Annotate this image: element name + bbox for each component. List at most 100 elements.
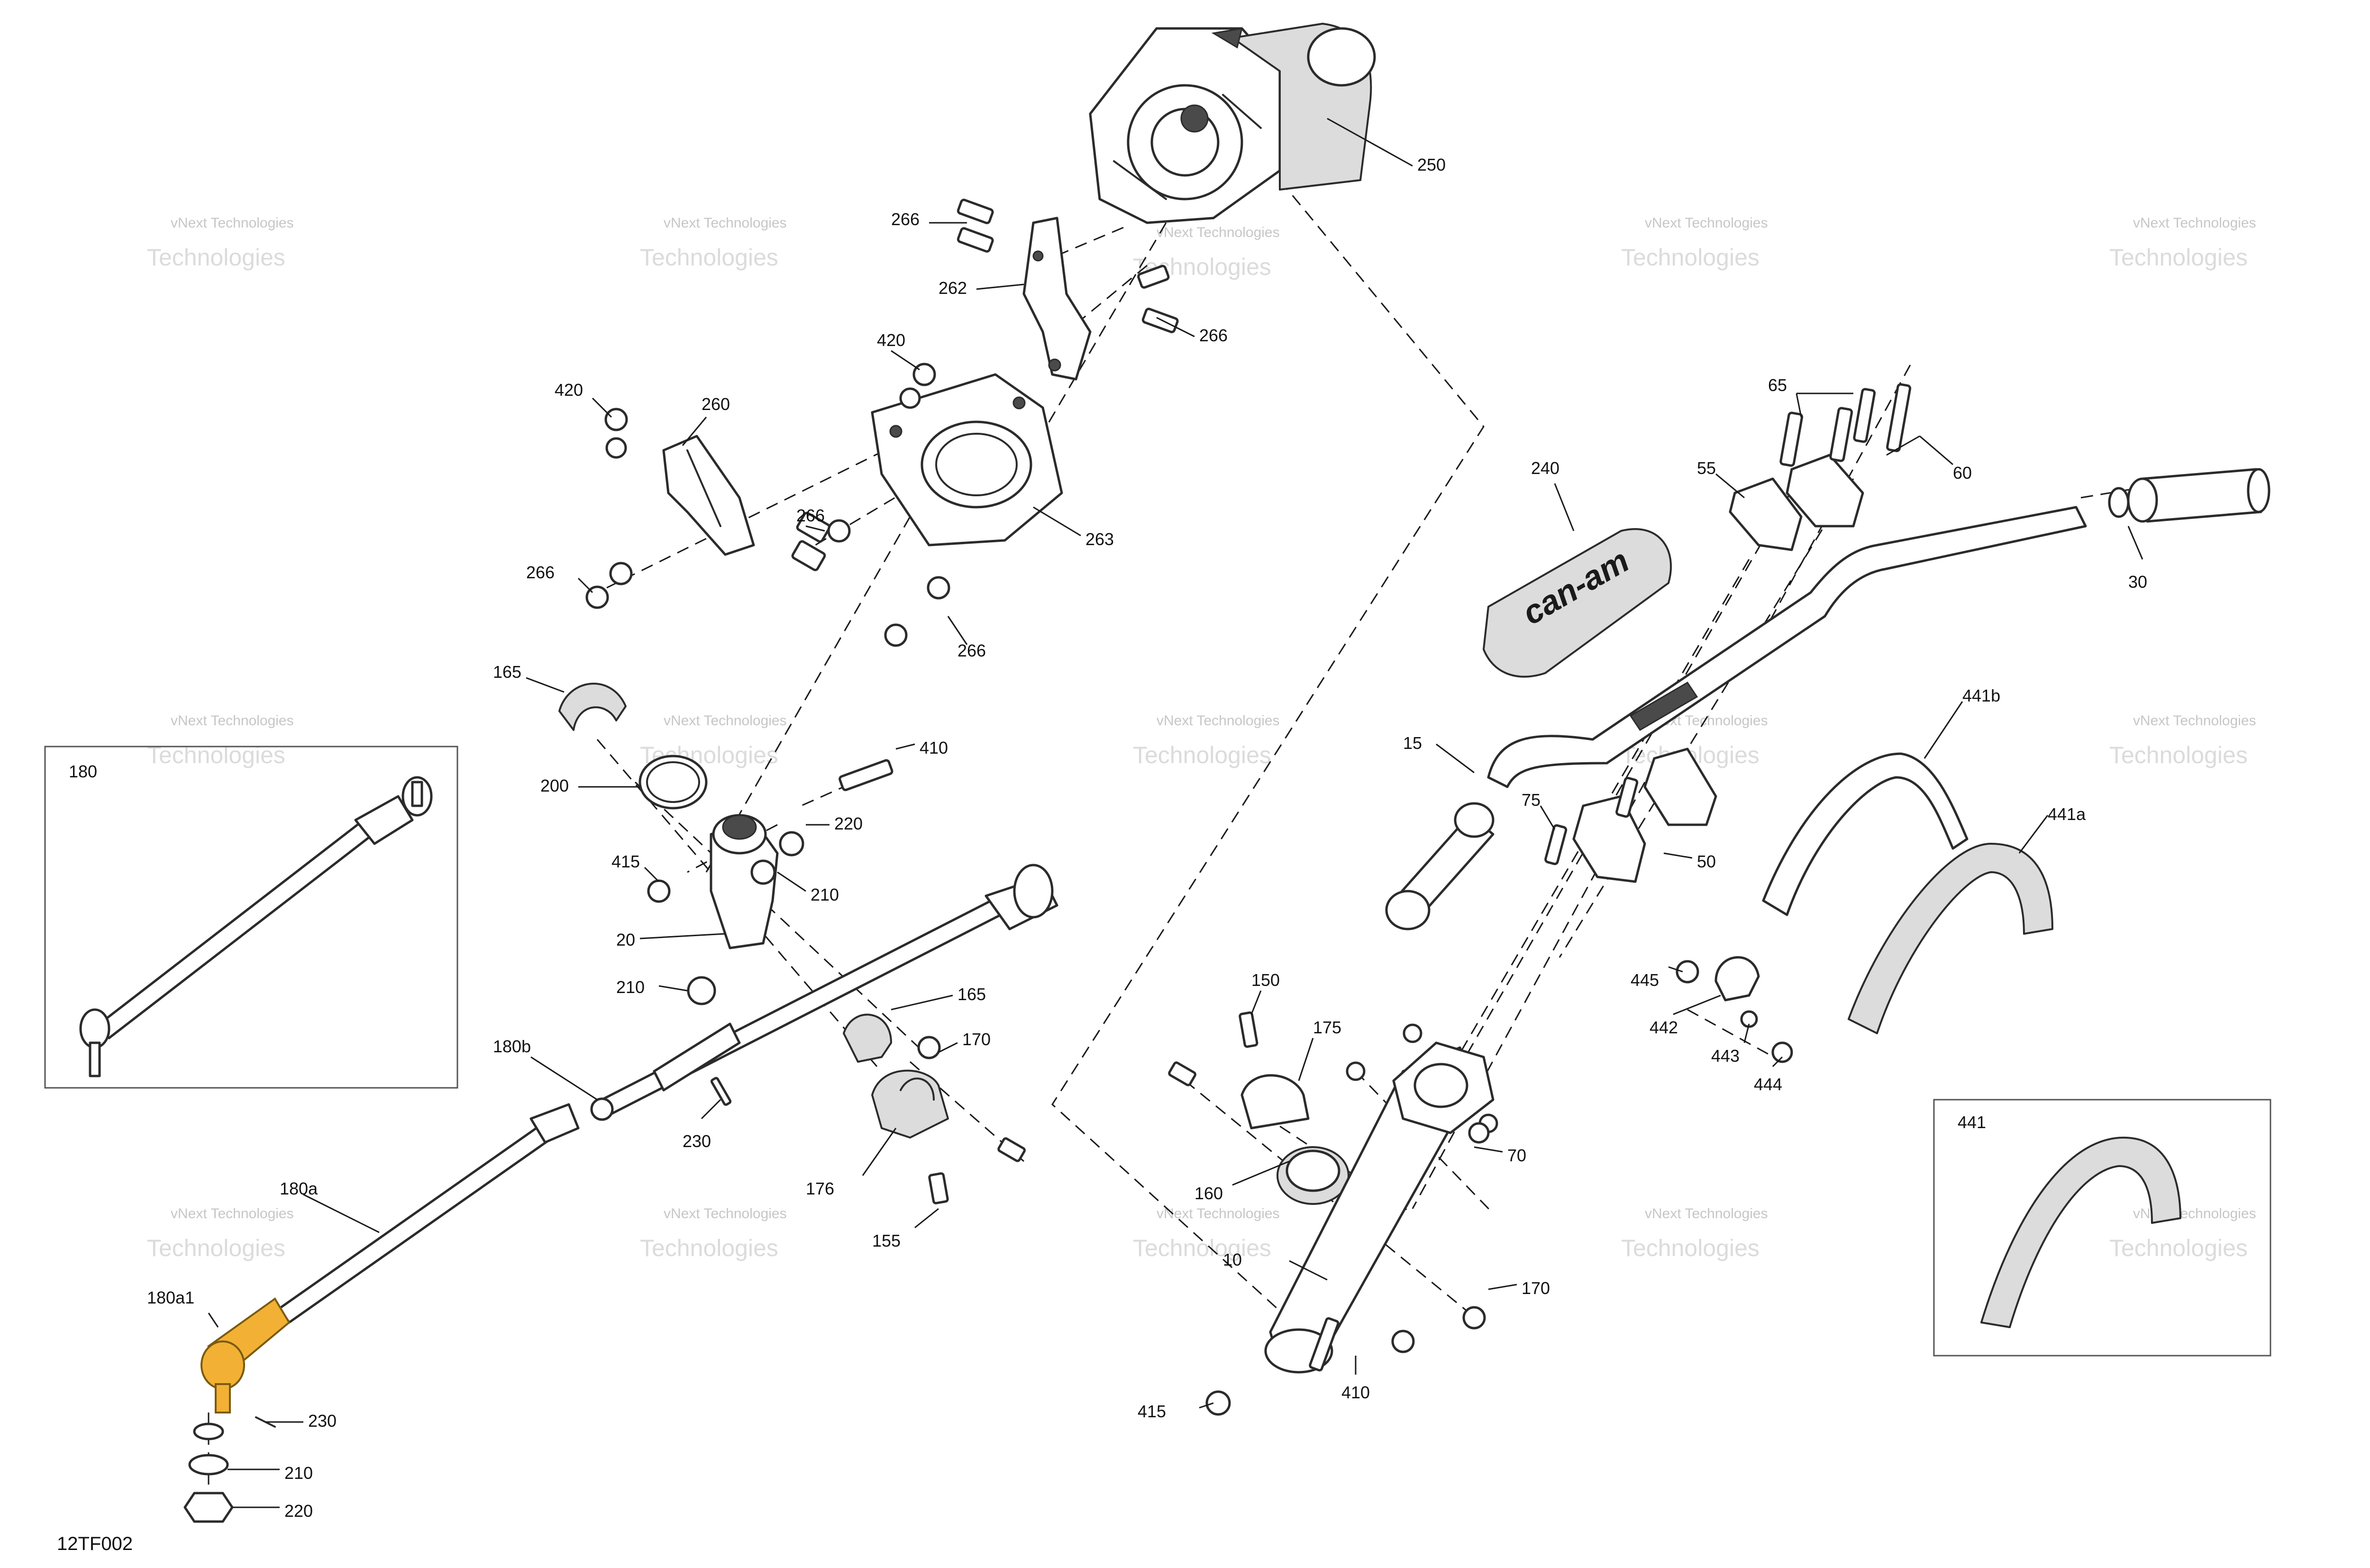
watermark: vNext Technologies Technologies — [2109, 1206, 2256, 1261]
callout-441b: 441b — [1962, 686, 2000, 705]
callout-30: 30 — [2128, 572, 2147, 592]
callout-266: 266 — [957, 641, 986, 660]
watermark-line1: vNext Technologies — [1157, 1206, 1280, 1222]
part-260-bracket — [662, 435, 755, 556]
part-200-ring — [638, 755, 708, 810]
callout-230: 230 — [308, 1411, 337, 1431]
callout-250: 250 — [1417, 155, 1446, 174]
part-20-housing — [647, 759, 893, 1005]
callout-420: 420 — [555, 380, 583, 400]
callout-160: 160 — [1194, 1184, 1223, 1203]
callout-220: 220 — [284, 1501, 313, 1521]
watermark-line1: vNext Technologies — [664, 713, 787, 729]
watermark-line1: vNext Technologies — [171, 1206, 294, 1222]
callout-415: 415 — [1138, 1402, 1166, 1421]
part-250-power-steering-unit — [1089, 23, 1376, 224]
watermark-line1: vNext Technologies — [1157, 713, 1280, 729]
callout-15: 15 — [1403, 733, 1422, 753]
watermark: vNext Technologies Technologies — [640, 215, 787, 271]
callout-180a: 180a — [280, 1179, 318, 1198]
part-50-clamp-lower — [1572, 748, 1717, 883]
part-441-guard — [1980, 1137, 2181, 1328]
watermark-line2: Technologies — [147, 244, 285, 271]
watermark-line2: Technologies — [1133, 742, 1271, 768]
part-262-bracket — [1022, 217, 1092, 381]
callout-444: 444 — [1754, 1075, 1782, 1094]
watermark: vNext Technologies Technologies — [147, 215, 294, 271]
callout-155: 155 — [872, 1231, 901, 1250]
watermark: vNext Technologies Technologies — [1133, 1206, 1280, 1261]
callout-180a1: 180a1 — [147, 1288, 194, 1307]
figure-code: 12TF002 — [57, 1533, 133, 1554]
watermark-line2: Technologies — [1621, 244, 1759, 271]
callout-50: 50 — [1697, 852, 1716, 871]
detail-box-441 — [1933, 1099, 2271, 1357]
fasteners-handlebar — [1544, 383, 1912, 866]
watermark: vNext Technologies Technologies — [1621, 1206, 1768, 1261]
callout-230: 230 — [683, 1131, 711, 1151]
callout-262: 262 — [939, 278, 967, 298]
callout-442: 442 — [1650, 1018, 1678, 1037]
part-165-lower-clamp — [843, 1013, 892, 1063]
watermark-line2: Technologies — [640, 1235, 778, 1261]
callout-10: 10 — [1223, 1250, 1242, 1269]
watermark-line1: vNext Technologies — [171, 215, 294, 231]
part-175-clamp — [1240, 1074, 1310, 1130]
part-176-clamp — [871, 1069, 949, 1139]
callout-165: 165 — [493, 662, 521, 682]
assembly-lines — [208, 180, 2138, 1517]
callout-415: 415 — [611, 852, 640, 871]
part-15-handlebar — [1385, 506, 2087, 930]
watermark: vNext Technologies Technologies — [2109, 215, 2256, 271]
callout-420: 420 — [877, 330, 905, 350]
watermark-line1: vNext Technologies — [1645, 1206, 1768, 1222]
callout-266: 266 — [796, 506, 825, 525]
callout-65: 65 — [1768, 375, 1787, 395]
callout-410: 410 — [1341, 1383, 1370, 1402]
watermark: vNext Technologies Technologies — [640, 1206, 787, 1261]
watermark-line2: Technologies — [2109, 244, 2248, 271]
watermark: vNext Technologies Technologies — [1621, 215, 1768, 271]
callout-266: 266 — [1199, 326, 1228, 345]
callout-210: 210 — [284, 1463, 313, 1483]
callout-210: 210 — [616, 977, 645, 997]
callout-70: 70 — [1507, 1146, 1526, 1165]
callout-200: 200 — [540, 776, 569, 795]
watermark-line2: Technologies — [2109, 1235, 2248, 1261]
callout-260: 260 — [702, 394, 730, 414]
fasteners-tie-rod-end — [183, 1416, 276, 1523]
callout-210: 210 — [811, 885, 839, 904]
callout-165: 165 — [957, 985, 986, 1004]
callout-176: 176 — [806, 1179, 834, 1198]
watermark: vNext Technologies Technologies — [147, 713, 294, 768]
watermark: vNext Technologies Technologies — [2109, 713, 2256, 768]
callout-170: 170 — [962, 1030, 991, 1049]
callout-20: 20 — [616, 930, 635, 949]
callout-263: 263 — [1085, 529, 1114, 549]
callout-220: 220 — [834, 814, 863, 833]
watermark: vNext Technologies Technologies — [1133, 713, 1280, 768]
watermark-line2: Technologies — [640, 244, 778, 271]
callout-266: 266 — [526, 563, 555, 582]
watermark: vNext Technologies Technologies — [147, 1206, 294, 1261]
callout-445: 445 — [1631, 970, 1659, 990]
watermark-line1: vNext Technologies — [664, 215, 787, 231]
callout-441a: 441a — [2048, 804, 2086, 824]
part-165-upper-clamp — [558, 683, 627, 731]
callout-55: 55 — [1697, 458, 1716, 478]
watermark-line2: Technologies — [147, 1235, 285, 1261]
callout-175: 175 — [1313, 1018, 1341, 1037]
callout-180: 180 — [69, 762, 97, 781]
part-441b-guard — [1762, 752, 1969, 916]
part-180a1-tie-rod-end-highlighted — [201, 1297, 291, 1413]
watermark-line2: Technologies — [1621, 1235, 1759, 1261]
watermark-line1: vNext Technologies — [664, 1206, 787, 1222]
part-10-steering-column — [1264, 1023, 1498, 1374]
watermark-line1: vNext Technologies — [1645, 215, 1768, 231]
watermark-line1: vNext Technologies — [2133, 215, 2256, 231]
part-55-clamp-upper — [1729, 454, 1864, 551]
callout-180b: 180b — [493, 1037, 531, 1056]
watermark-line1: vNext Technologies — [1157, 225, 1280, 240]
watermark-line2: Technologies — [147, 742, 285, 768]
